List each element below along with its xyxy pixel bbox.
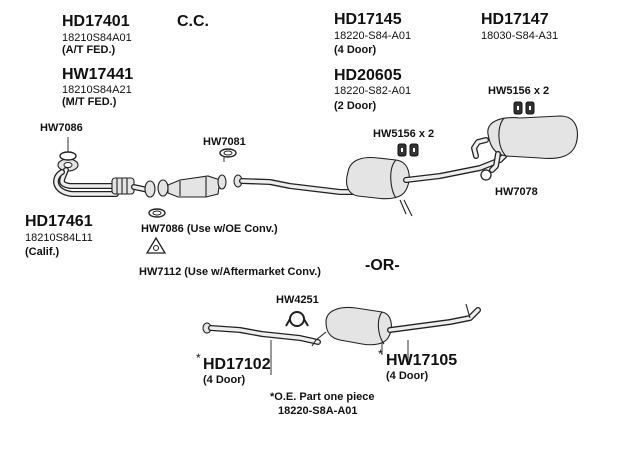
note-hw17105: (4 Door) [386, 370, 429, 382]
catalytic-converter-drawing [157, 174, 227, 198]
note-hd17461: (Calif.) [25, 246, 60, 258]
gasket-icon [59, 151, 77, 161]
oe-number-hd17461: 18210S84L11 [25, 232, 93, 244]
alt-resonator-drawing [311, 303, 481, 347]
alt-front-pipe-drawing [202, 322, 321, 345]
oe-number-hd17147: 18030-S84-A31 [481, 30, 559, 42]
or-label: -OR- [365, 257, 400, 274]
note-hw17441: (M/T FED.) [62, 96, 117, 108]
gasket-icon [223, 150, 233, 156]
callout-hw7112: HW7112 (Use w/Aftermarket Conv.) [139, 266, 321, 278]
cc-label: C.C. [177, 13, 209, 30]
ring-icon [480, 169, 492, 181]
note-hd17401: (A/T FED.) [62, 44, 116, 56]
clamp-icon [285, 311, 309, 327]
part-number-hd17401: HD17401 [62, 13, 130, 30]
part-number-hd17145: HD17145 [334, 11, 402, 28]
part-number-hd20605: HD20605 [334, 67, 402, 84]
part-number-hw17105: HW17105 [386, 352, 458, 369]
gasket-icon [153, 245, 159, 251]
note-hd17145: (4 Door) [334, 44, 377, 56]
part-number-hd17102: HD17102 [203, 356, 271, 373]
mid-pipe-drawing [233, 174, 355, 195]
resonator-drawing [346, 147, 513, 217]
callout-hw7081: HW7081 [203, 136, 246, 148]
oe-number-hw17441: 18210S84A21 [62, 84, 132, 96]
callout-hw7086-oe: HW7086 (Use w/OE Conv.) [141, 223, 278, 235]
callout-hw4251: HW4251 [276, 294, 319, 306]
oe-number-hd17401: 18210S84A01 [62, 32, 132, 44]
footnote-line-2: 18220-S8A-A01 [278, 405, 358, 417]
part-number-hw17441: HW17441 [62, 66, 134, 83]
callout-hw5156-mid: HW5156 x 2 [373, 128, 435, 140]
oe-number-hd20605: 18220-S82-A01 [334, 85, 412, 97]
gasket-icon [152, 210, 162, 216]
oe-number-hd17145: 18220-S84-A01 [334, 30, 412, 42]
callout-hw7078: HW7078 [495, 186, 538, 198]
asterisk-hw17105: * [378, 347, 383, 361]
note-hd20605: (2 Door) [334, 100, 377, 112]
callout-hw7086-top: HW7086 [40, 122, 83, 134]
part-number-hd17147: HD17147 [481, 11, 549, 28]
footnote-line-1: *O.E. Part one piece [270, 391, 375, 403]
note-hd17102: (4 Door) [203, 374, 246, 386]
part-number-hd17461: HD17461 [25, 213, 93, 230]
hanger-icon [513, 101, 535, 115]
asterisk-hd17102: * [196, 351, 201, 365]
callout-hw5156-right: HW5156 x 2 [488, 85, 550, 97]
rear-muffler-drawing [471, 115, 578, 173]
front-pipe-drawing [53, 158, 156, 198]
hanger-icon [397, 143, 419, 157]
